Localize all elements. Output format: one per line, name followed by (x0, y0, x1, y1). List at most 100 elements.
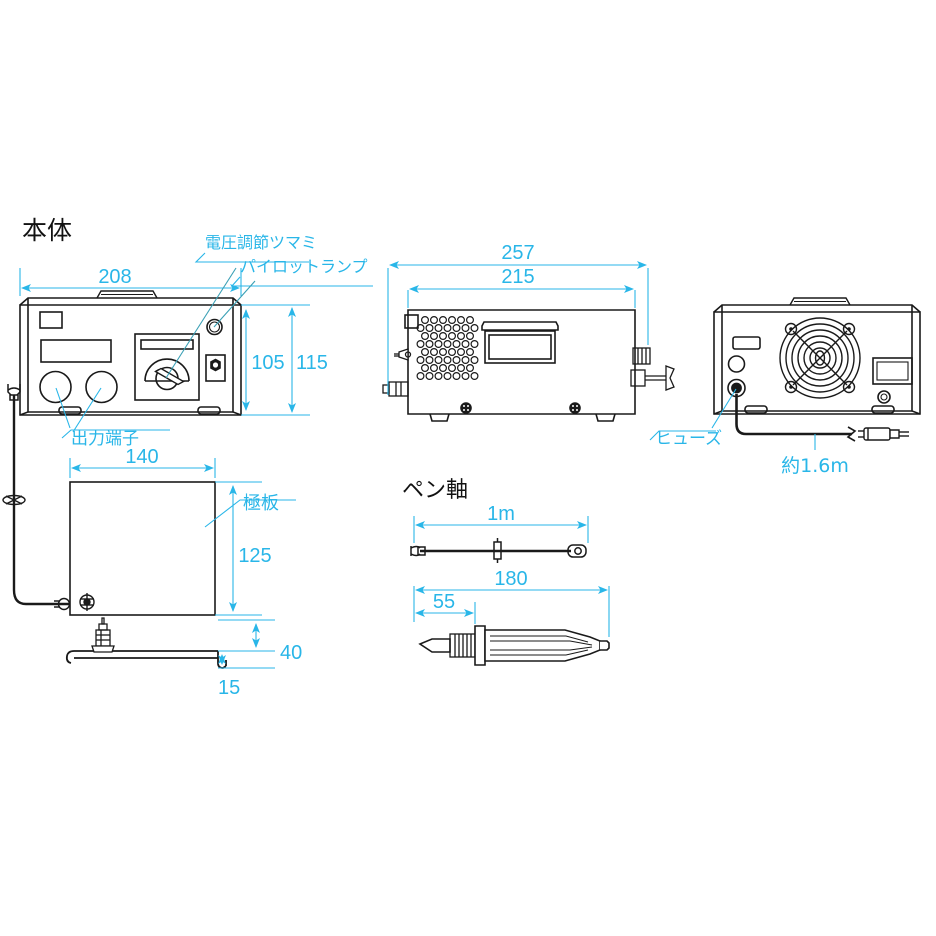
vent-row (421, 316, 475, 325)
dim-label-125: 125 (238, 545, 271, 567)
electrode-plate-view (65, 481, 227, 669)
section-title-pen-shaft: ペン軸 (402, 478, 468, 503)
rear-callouts (649, 388, 816, 450)
plate-profile-post (91, 617, 115, 653)
front-foot-right (197, 406, 221, 415)
front-knob-arc (144, 358, 190, 382)
front-terminal-right (85, 370, 118, 404)
cable-clip (2, 494, 26, 506)
rear-display (872, 357, 913, 385)
dim-label-215: 215 (501, 266, 534, 288)
leader-terminal-right (72, 387, 102, 433)
leader-pilot-lamp-underline (230, 276, 373, 287)
dim-label-140: 140 (125, 446, 158, 468)
rear-button-inner (880, 393, 888, 401)
front-callouts (55, 252, 373, 439)
plate-dimensions (69, 458, 296, 669)
plate-terminal-post (79, 593, 95, 611)
vent-row (416, 340, 479, 349)
leader-electrode-plate (204, 499, 296, 528)
pen-dimensions (413, 516, 610, 637)
rear-fan-guard (779, 317, 861, 399)
front-hexnut-hole (212, 362, 219, 368)
dim-label-105: 105 (251, 352, 284, 374)
front-knob-lever (154, 367, 185, 386)
cable-ring-terminal (54, 597, 71, 611)
side-window-lid (481, 321, 559, 331)
side-body-outline (407, 309, 636, 415)
front-small-window (39, 311, 63, 329)
rear-power-cord (735, 394, 852, 436)
fan-screw-bl (784, 380, 798, 394)
label-pilot-lamp: パイロットランプ (240, 257, 368, 276)
leader-fuse (711, 388, 737, 429)
vent-row (421, 348, 475, 357)
fan-cross-b (792, 330, 848, 386)
plate-face (69, 481, 216, 616)
side-connector-right (630, 347, 675, 391)
dim-label-15: 15 (218, 677, 240, 699)
leader-fuse-underline (649, 430, 716, 441)
dim-label-208: 208 (98, 266, 131, 288)
fan-screw-tr (842, 322, 856, 336)
fan-screw-br (842, 380, 856, 394)
side-dimensions (387, 261, 649, 395)
side-rod-base (630, 369, 646, 387)
front-foot-left (58, 406, 82, 415)
rear-handle (789, 297, 851, 306)
front-pilot-lamp-inner (208, 321, 221, 333)
front-meter-display (40, 339, 112, 363)
rear-display-inner (876, 361, 909, 381)
front-knob-panel (134, 333, 200, 401)
side-screw-right (569, 402, 581, 414)
vent-row (416, 372, 479, 381)
rear-switch-window (732, 336, 761, 350)
front-hexnut-plate (205, 354, 226, 382)
side-t-handle (665, 365, 675, 391)
dim-label-115: 115 (296, 352, 328, 374)
label-electrode-plate: 極板 (243, 493, 279, 514)
dim-label-cord-length: 約1.6m (781, 455, 849, 477)
vent-row (416, 356, 479, 365)
rear-button (877, 390, 891, 404)
rear-top-edge (713, 304, 921, 313)
side-foot-left (429, 413, 450, 422)
pen-thread (449, 633, 476, 658)
rear-power-plug (858, 427, 909, 441)
rear-round-socket (727, 355, 746, 373)
pen-cable-clip (493, 538, 502, 563)
front-panel-view (19, 290, 242, 416)
dim-label-55: 55 (433, 591, 455, 613)
front-terminal-left (39, 370, 72, 404)
leader-voltage-knob-underline (194, 252, 309, 263)
pen-grip-lines (490, 635, 593, 656)
fan-screw-tl (784, 322, 798, 336)
rear-panel-view (713, 297, 921, 442)
side-connector-square (404, 314, 419, 329)
power-cord-break (846, 426, 857, 442)
front-knob-slot (140, 339, 194, 350)
pen-cable-fork-end (410, 545, 426, 557)
side-connector-bottom-left (382, 381, 409, 397)
electrode-lead-cable (12, 395, 70, 606)
dim-label-40: 40 (280, 642, 302, 664)
front-pilot-lamp (206, 318, 223, 336)
leader-output-terminal-underline (61, 429, 170, 439)
pen-grip (484, 629, 601, 662)
pen-end-cap (600, 640, 610, 651)
pen-cable-plug-end (567, 544, 587, 558)
vent-row (421, 364, 475, 373)
leader-pilot-lamp (213, 280, 256, 328)
front-dimensions (19, 268, 310, 416)
cable-fork-terminal (7, 384, 21, 401)
side-foot-right (595, 413, 616, 422)
side-window-outer (484, 330, 556, 364)
leader-voltage-knob (165, 267, 237, 379)
pen-collar (474, 625, 486, 666)
pen-body-assembly (418, 625, 610, 666)
vent-row (421, 332, 475, 341)
side-screw-left (460, 402, 472, 414)
dim-label-257: 257 (501, 242, 534, 264)
leader-terminal-left (55, 387, 71, 429)
